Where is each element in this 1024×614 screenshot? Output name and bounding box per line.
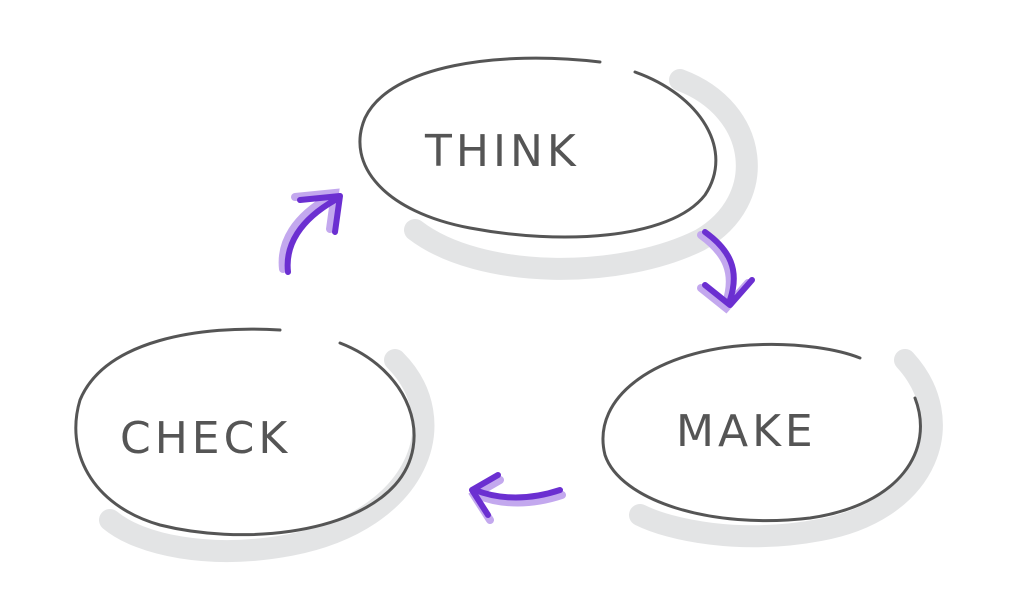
make-ellipse bbox=[601, 342, 922, 523]
check-ellipse bbox=[74, 327, 416, 537]
arrow-think-to-make bbox=[697, 229, 755, 314]
node-make: MAKE bbox=[601, 342, 922, 523]
check-label: CHECK bbox=[120, 413, 291, 464]
node-shadows bbox=[99, 69, 943, 562]
think-label: THINK bbox=[424, 126, 580, 177]
node-check: CHECK bbox=[74, 327, 416, 537]
node-think: THINK bbox=[358, 56, 718, 239]
make-label: MAKE bbox=[676, 406, 817, 457]
arrow-check-to-think bbox=[278, 188, 343, 275]
make-shadow bbox=[629, 349, 943, 548]
arrow-make-to-check bbox=[468, 472, 566, 524]
think-ellipse bbox=[358, 56, 718, 239]
think-shadow bbox=[404, 69, 758, 280]
check-shadow bbox=[99, 349, 435, 562]
